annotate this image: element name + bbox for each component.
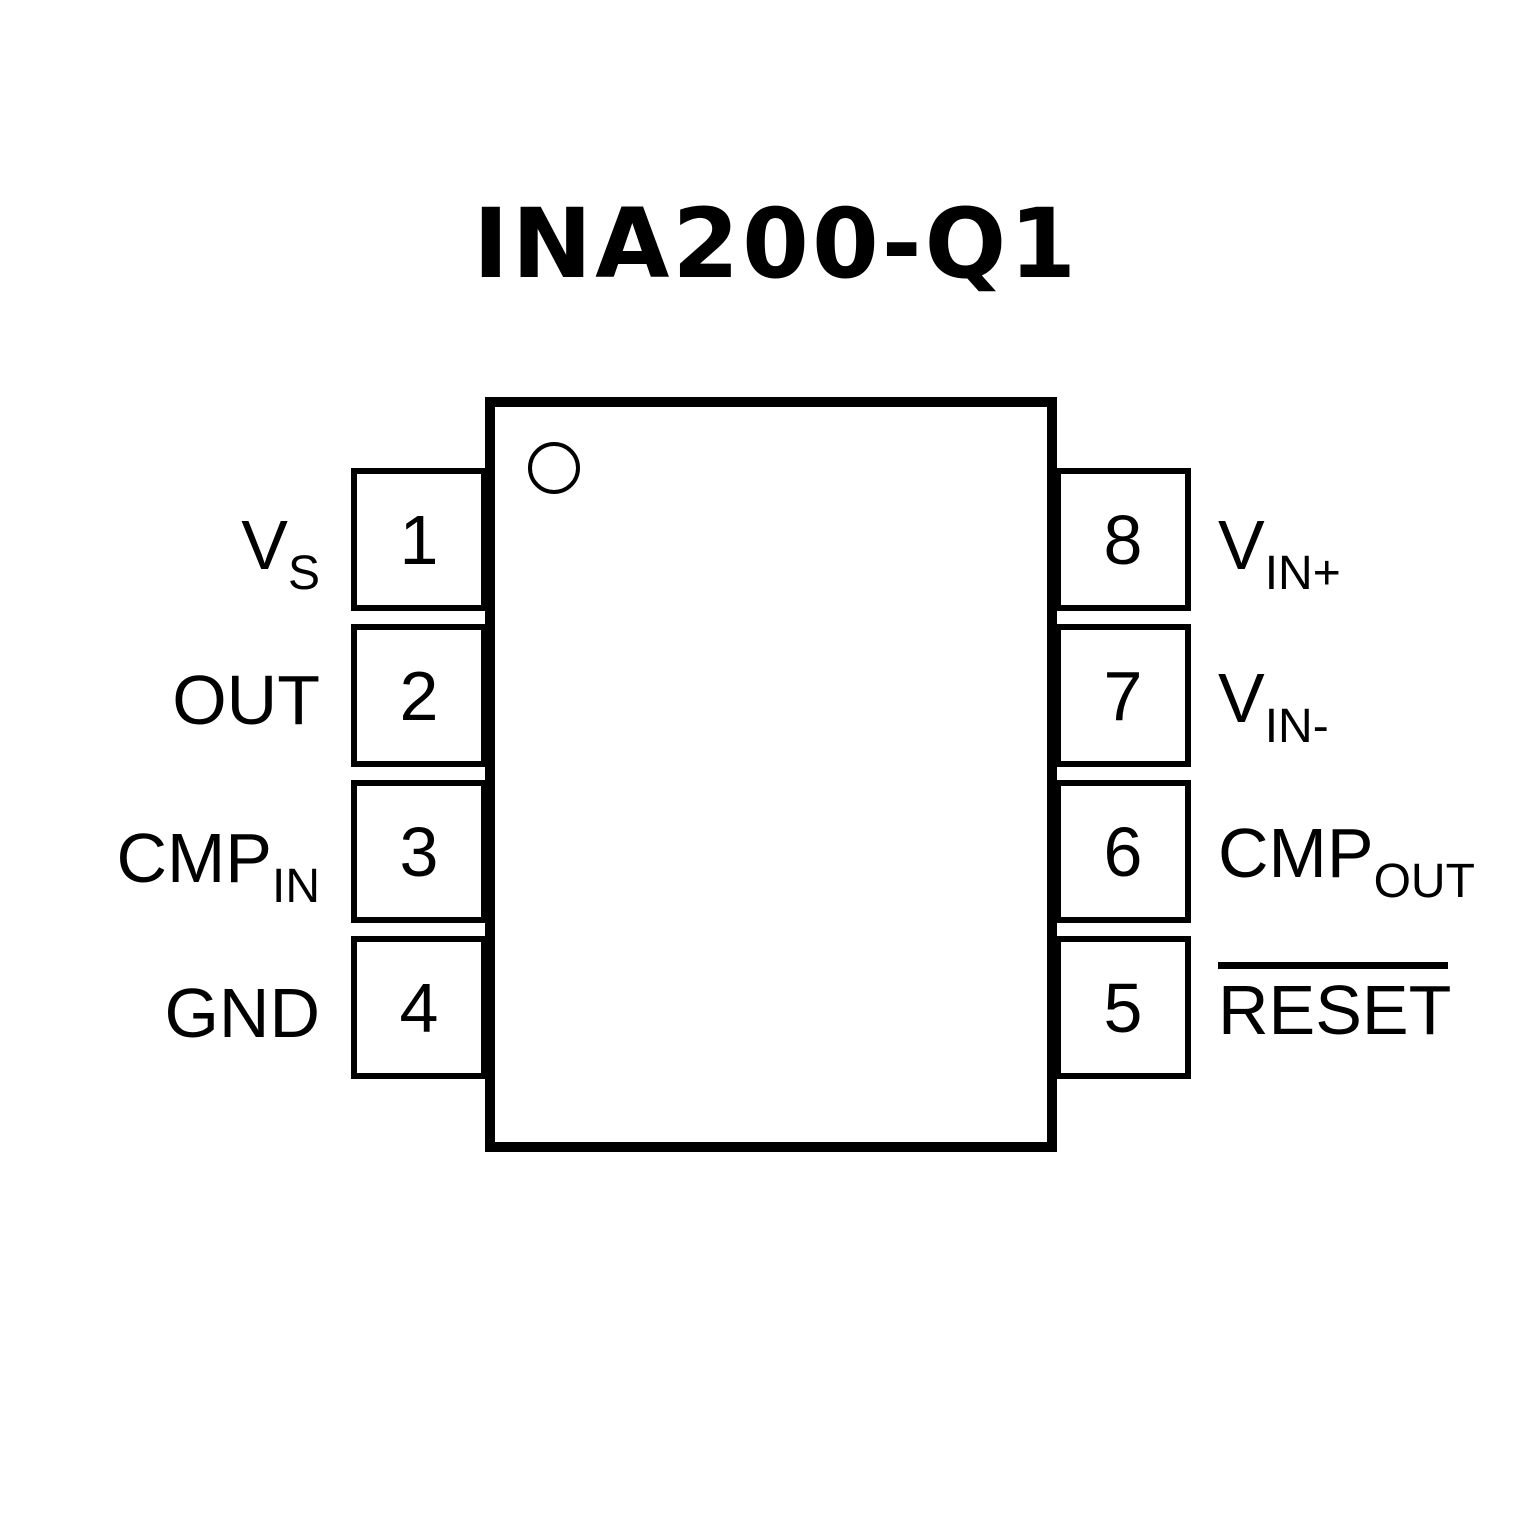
pin-number: 8 [1103, 500, 1143, 579]
pin-label-1: VS [241, 510, 320, 598]
pin-box-8: 8 [1055, 468, 1191, 611]
label-main: OUT [172, 661, 320, 739]
label-main: GND [164, 974, 320, 1052]
label-sub: IN [272, 860, 320, 913]
pin-box-6: 6 [1055, 780, 1191, 923]
pin-box-3: 3 [351, 780, 487, 923]
pin-label-7: VIN- [1218, 663, 1329, 751]
chip-body [485, 397, 1057, 1152]
pin-box-2: 2 [351, 624, 487, 767]
label-main: V [241, 506, 288, 584]
pin-label-5: RESET [1218, 975, 1451, 1045]
pin-label-3: CMPIN [116, 823, 320, 911]
label-sub: IN- [1264, 700, 1329, 753]
pin-number: 2 [399, 656, 439, 735]
pin-number: 6 [1103, 812, 1143, 891]
pin-number: 3 [399, 812, 439, 891]
pin-number: 7 [1103, 656, 1143, 735]
pin1-marker-icon [528, 442, 580, 494]
label-main: RESET [1218, 971, 1452, 1049]
pin-box-4: 4 [351, 936, 487, 1079]
pin-label-2: OUT [172, 665, 320, 735]
pin-number: 4 [399, 968, 439, 1047]
pin-label-4: GND [164, 978, 320, 1048]
label-main: V [1218, 659, 1265, 737]
pin-label-6: CMPOUT [1218, 818, 1475, 906]
label-main: V [1218, 506, 1265, 584]
pin-number: 1 [399, 500, 439, 579]
pin-box-1: 1 [351, 468, 487, 611]
label-sub: IN+ [1264, 547, 1341, 600]
active-low-overline [1218, 962, 1448, 969]
chip-title: INA200-Q1 [473, 188, 1079, 300]
label-main: CMP [116, 819, 272, 897]
pin-label-8: VIN+ [1218, 510, 1341, 598]
label-main: CMP [1218, 814, 1374, 892]
pin-box-7: 7 [1055, 624, 1191, 767]
pin-box-5: 5 [1055, 936, 1191, 1079]
label-sub: OUT [1373, 855, 1475, 908]
label-sub: S [287, 547, 320, 600]
pin-number: 5 [1103, 968, 1143, 1047]
